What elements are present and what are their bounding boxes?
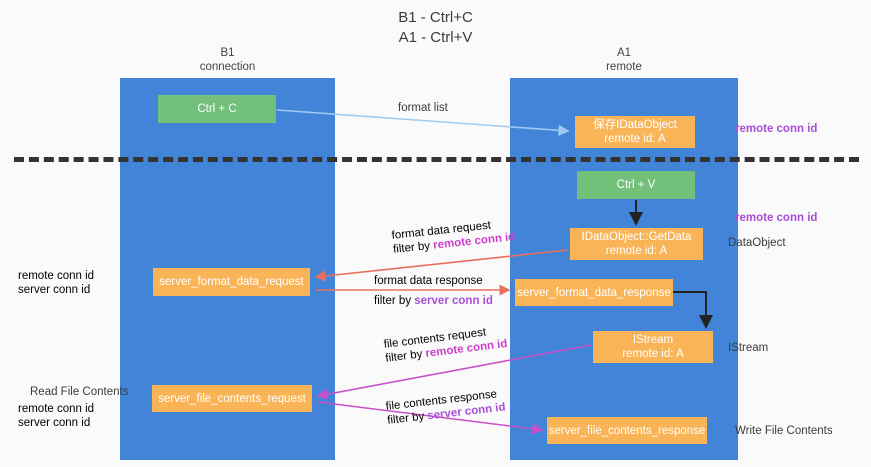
label-format-list: format list xyxy=(398,102,448,114)
filter-prefix: filter by xyxy=(386,410,429,427)
filter-prefix: filter by xyxy=(392,239,434,256)
diagram-title: B1 - Ctrl+C A1 - Ctrl+V xyxy=(398,9,473,46)
node-ctrl-v[interactable]: Ctrl + V xyxy=(577,171,695,199)
label-remote-conn-id-top: remote conn id xyxy=(735,123,818,135)
label-server-conn-id-left-2: server conn id xyxy=(18,417,91,429)
label-file-contents-response-group: file contents response filter by server … xyxy=(385,387,506,428)
label-read-file-contents: Read File Contents xyxy=(30,386,129,398)
label-remote-conn-id-left-1: remote conn id xyxy=(18,270,95,282)
label-format-data-request-group: format data request filter by remote con… xyxy=(391,216,516,257)
node-ctrl-c[interactable]: Ctrl + C xyxy=(158,95,276,123)
node-server-file-contents-request[interactable]: server_file_contents_request xyxy=(152,385,312,412)
filter-prefix: filter by xyxy=(384,347,427,365)
label-write-file-contents: Write File Contents xyxy=(735,425,833,437)
filter-key-server-conn-id: server conn id xyxy=(414,295,493,307)
label-istream: IStream xyxy=(728,342,769,354)
label-format-data-response-group: format data response filter by server co… xyxy=(374,274,493,308)
label-dataobject: DataObject xyxy=(728,237,786,249)
node-istream[interactable]: IStream remote id: A xyxy=(593,331,713,363)
label-format-data-response: format data response xyxy=(374,275,483,287)
lane-header-b1: B1 connection xyxy=(199,47,256,73)
label-left-conn-ids-top: remote conn id server conn id xyxy=(18,269,94,297)
node-server-format-data-request[interactable]: server_format_data_request xyxy=(153,268,310,296)
lane-header-a1: A1 remote xyxy=(606,47,642,73)
node-server-format-data-response[interactable]: server_format_data_response xyxy=(515,279,673,306)
label-server-conn-id-left-1: server conn id xyxy=(18,284,91,296)
node-idataobject-getdata[interactable]: IDataObject::GetData remote id: A xyxy=(570,228,703,260)
node-save-idataobject[interactable]: 保存IDataObject remote id: A xyxy=(575,116,695,148)
label-format-data-response-filter: filter by server conn id xyxy=(374,294,493,308)
phase-separator xyxy=(14,157,859,162)
label-file-contents-request-group: file contents request filter by remote c… xyxy=(383,323,508,366)
node-server-file-contents-response[interactable]: server_file_contents_response xyxy=(547,417,707,444)
label-left-conn-ids-bottom: remote conn id server conn id xyxy=(18,402,94,430)
label-remote-conn-id-left-2: remote conn id xyxy=(18,403,95,415)
filter-prefix: filter by xyxy=(374,295,415,307)
label-remote-conn-id-mid: remote conn id xyxy=(735,212,818,224)
